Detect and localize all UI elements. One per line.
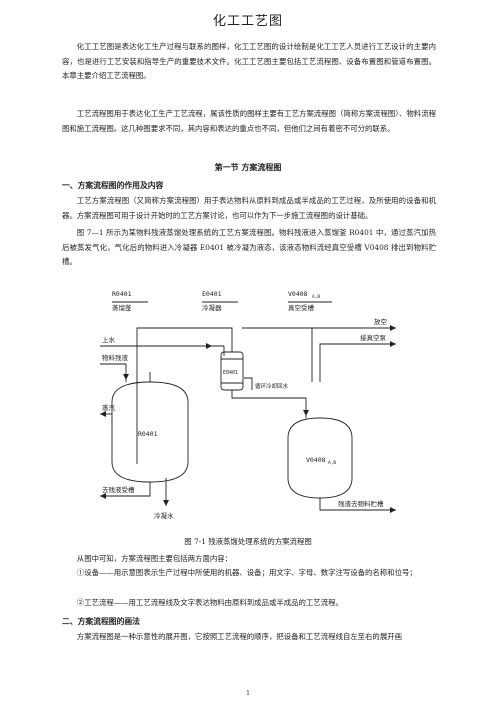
subsection-heading-2: 二、方案流程图的画法 [62, 617, 140, 626]
label-v-inner-sub: A,B [328, 460, 336, 466]
page-title: 化工工艺图 [212, 14, 283, 29]
subsection-heading-1: 一、方案流程图的作用及内容 [62, 181, 164, 190]
label-r-name: 蒸馏釜 [112, 303, 132, 312]
label-r-inner: R0401 [138, 430, 158, 438]
after-paragraph-2: ①设备——用示意图表示生产过程中所使用的机器、设备；用文字、字母、数字注写设备的… [76, 568, 417, 577]
label-storage: 残液去物料贮槽 [338, 499, 384, 508]
label-v-name: 真空受槽 [288, 303, 315, 312]
sub2-paragraph: 方案流程图是一种示意性的展开图，它按照工艺流程的顺序，把设备和工艺流程线自左至右… [76, 632, 402, 641]
label-e-code: E0401 [202, 290, 222, 298]
section-heading: 第一节 方案流程图 [214, 163, 282, 172]
label-vacuum: 接真空泵 [360, 333, 387, 342]
label-e-inner: E0401 [223, 370, 238, 376]
label-feed: 物料残液 [102, 353, 129, 362]
intro-paragraph-2: 工艺流程图用于表达化工生产工艺流程，属该性质的图样主要有工艺方案流程图（简称方案… [62, 109, 436, 133]
process-flow-diagram: R0401 蒸馏釜 E0401 冷凝器 V0408 A,B 真空受槽 放空 上水… [100, 290, 396, 520]
label-cooling-return: 循环冷却回水 [255, 382, 289, 390]
figure-caption: 图 7-1 残液蒸馏处理系统的方案流程图 [184, 537, 312, 546]
intro-paragraph-1: 化工工艺图是表达化工生产过程与联系的图样，化工工艺图的设计绘制是化工工艺人员进行… [62, 42, 436, 80]
label-r-code: R0401 [112, 290, 132, 298]
page-number: 1 [246, 690, 250, 697]
label-v-inner: V0408 [306, 456, 326, 464]
after-paragraph-1: 从图中可知，方案流程图主要包括两方面内容： [76, 554, 233, 563]
label-residue: 去残液受槽 [102, 485, 135, 494]
label-steam: 蒸汽 [102, 403, 116, 412]
label-v-code: V0408 [288, 290, 308, 298]
label-v-sub: A,B [312, 294, 320, 300]
label-vent: 放空 [374, 317, 388, 326]
sub1-paragraph-2: 图 7—1 所示为某物料残液蒸馏处理系统的工艺方案流程图。物料残液进入蒸馏釜 R… [62, 228, 436, 266]
after-paragraph-3: ②工艺流程——用工艺流程线及文字表达物料由原料到成品或半成品的工艺流程。 [76, 598, 343, 607]
label-condensate: 冷凝水 [154, 511, 174, 520]
label-water-in: 上水 [102, 335, 116, 344]
label-e-name: 冷凝器 [202, 303, 222, 312]
sub1-paragraph-1: 工艺方案流程图（又简称方案流程图）用于表达物料从原料到成品或半成品的工艺过程，及… [62, 196, 436, 220]
